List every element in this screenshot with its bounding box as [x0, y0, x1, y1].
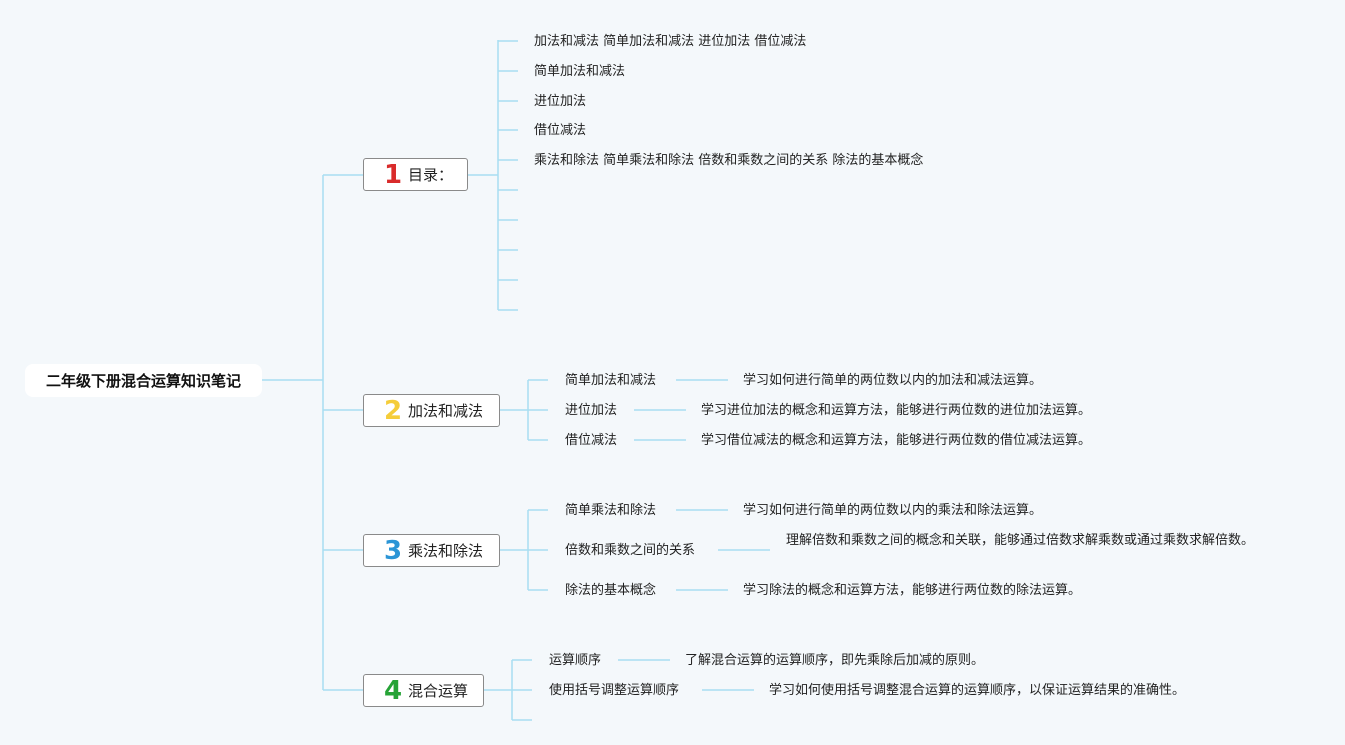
topic-parentheses[interactable]: 使用括号调整运算顺序	[549, 683, 680, 698]
topic-borrow-subtraction[interactable]: 借位减法	[565, 433, 618, 448]
toc-item[interactable]: 借位减法	[534, 123, 587, 138]
number-3-icon: 3	[384, 535, 403, 566]
topic-carry-addition[interactable]: 进位加法	[565, 403, 618, 418]
branch-label: 目录：	[408, 166, 454, 184]
topic-operation-order[interactable]: 运算顺序	[549, 653, 602, 668]
desc-simple-add-sub[interactable]: 学习如何进行简单的两位数以内的加法和减法运算。	[743, 373, 1043, 388]
branch-mixed-operations[interactable]: 4 混合运算	[363, 674, 484, 707]
branch-addition-subtraction[interactable]: 2 加法和减法	[363, 394, 500, 427]
number-2-icon: 2	[384, 395, 403, 426]
branch-toc[interactable]: 1 目录：	[363, 158, 468, 191]
number-1-icon: 1	[384, 159, 403, 190]
desc-parentheses[interactable]: 学习如何使用括号调整混合运算的运算顺序，以保证运算结果的准确性。	[769, 683, 1186, 698]
toc-item[interactable]: 乘法和除法 简单乘法和除法 倍数和乘数之间的关系 除法的基本概念	[534, 153, 924, 168]
topic-simple-add-sub[interactable]: 简单加法和减法	[565, 373, 657, 388]
toc-item[interactable]: 加法和减法 简单加法和减法 进位加法 借位减法	[534, 34, 807, 49]
topic-multiple-factor[interactable]: 倍数和乘数之间的关系	[565, 543, 696, 558]
topic-division-basics[interactable]: 除法的基本概念	[565, 583, 657, 598]
desc-division-basics[interactable]: 学习除法的概念和运算方法，能够进行两位数的除法运算。	[743, 583, 1082, 598]
branch-label: 混合运算	[408, 682, 469, 700]
branch-label: 加法和减法	[408, 402, 484, 420]
topic-simple-mul-div[interactable]: 简单乘法和除法	[565, 503, 657, 518]
branch-multiplication-division[interactable]: 3 乘法和除法	[363, 534, 500, 567]
root-topic[interactable]: 二年级下册混合运算知识笔记	[25, 364, 262, 397]
branch-label: 乘法和除法	[408, 542, 484, 560]
number-4-icon: 4	[384, 675, 403, 706]
desc-multiple-factor[interactable]: 理解倍数和乘数之间的概念和关联，能够通过倍数求解乘数或通过乘数求解倍数。	[786, 533, 1255, 548]
desc-simple-mul-div[interactable]: 学习如何进行简单的两位数以内的乘法和除法运算。	[743, 503, 1043, 518]
desc-borrow-subtraction[interactable]: 学习借位减法的概念和运算方法，能够进行两位数的借位减法运算。	[701, 433, 1092, 448]
desc-carry-addition[interactable]: 学习进位加法的概念和运算方法，能够进行两位数的进位加法运算。	[701, 403, 1092, 418]
toc-item[interactable]: 简单加法和减法	[534, 64, 626, 79]
toc-item[interactable]: 进位加法	[534, 94, 587, 109]
root-title: 二年级下册混合运算知识笔记	[45, 372, 241, 390]
desc-operation-order[interactable]: 了解混合运算的运算顺序，即先乘除后加减的原则。	[685, 653, 985, 668]
